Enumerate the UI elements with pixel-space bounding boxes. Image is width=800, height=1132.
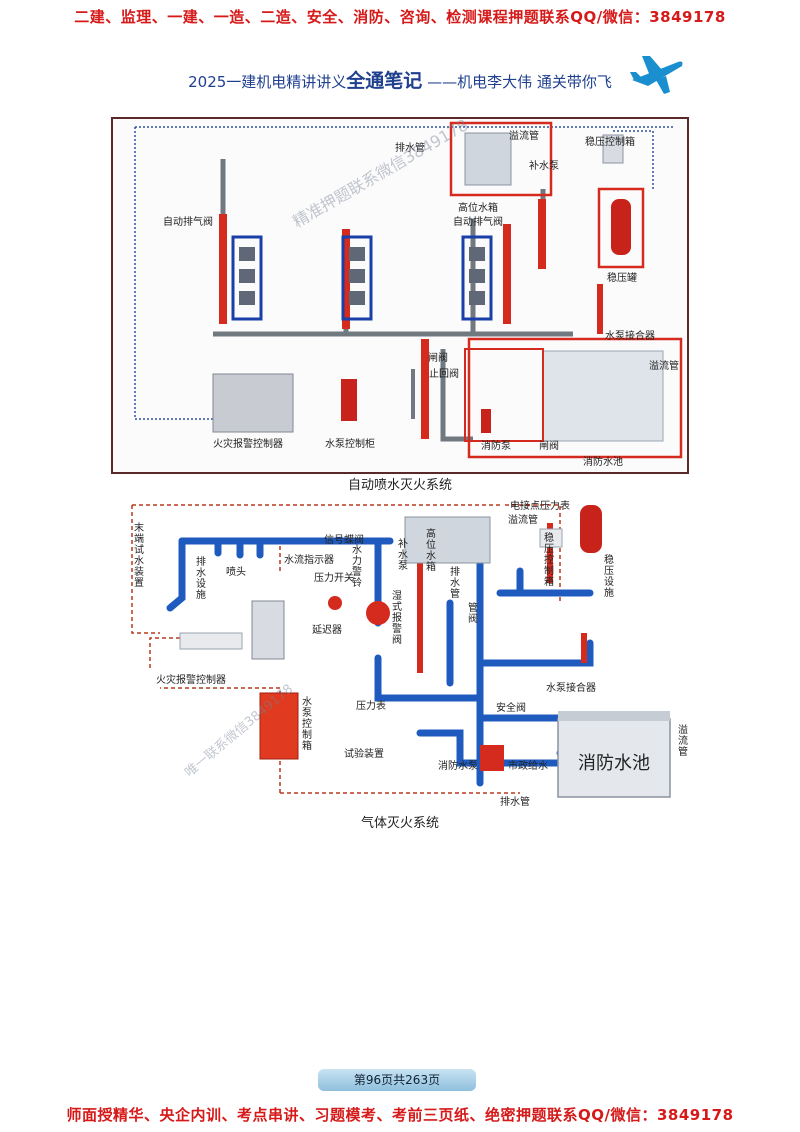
header-highlight: 全通笔记 — [346, 70, 423, 92]
label-fire-pool-2: 消防水池 — [578, 753, 650, 774]
figure1-caption: 自动喷水灭火系统 — [347, 478, 452, 493]
label-check-valve: 止回阀 — [429, 369, 459, 380]
label-fire-pump-2: 消防水泵 — [438, 761, 478, 772]
label-stab-facility: 稳压设施 — [604, 555, 614, 599]
label-pressure-gauge: 压力表 — [356, 701, 386, 712]
label-gate-valve-2: 管阀 — [468, 603, 478, 625]
label-high-tank: 高位水箱 — [458, 203, 498, 214]
airplane-icon — [630, 56, 683, 94]
label-pool-drain: 排水管 — [500, 797, 530, 808]
label-delay-device: 延迟器 — [312, 625, 342, 636]
label-sprinkler: 喷头 — [226, 567, 246, 578]
label-refill-pump-2: 补水泵 — [398, 539, 408, 572]
label-drain-pipe-2: 排水管 — [450, 567, 460, 600]
label-end-test: 末端试水装置 — [134, 523, 144, 589]
top-banner: 二建、监理、一建、一造、二造、安全、消防、咨询、检测课程押题联系QQ/微信：38… — [74, 8, 726, 26]
label-stab-control-2: 稳压控制箱 — [544, 533, 554, 588]
label-drain-facility: 排水设施 — [196, 557, 206, 601]
label-wet-alarm-valve: 湿式报警阀 — [392, 591, 402, 646]
label-pump-connector-2: 水泵接合器 — [546, 683, 596, 694]
label-water-bell: 水力警铃 — [352, 545, 362, 589]
label-pool-overflow-2: 溢流管 — [678, 725, 688, 758]
label-pump-cabinet: 水泵控制柜 — [325, 439, 375, 450]
label-flow-indicator: 水流指示器 — [284, 555, 334, 566]
label-auto-vent-left: 自动排气阀 — [163, 217, 213, 228]
page-header: 2025一建机电精讲讲义全通笔记 ——机电李大伟 通关带你飞 — [0, 66, 800, 93]
label-test-device: 试验装置 — [344, 749, 384, 760]
label-pool-overflow: 溢流管 — [649, 361, 679, 372]
label-pump-connector: 水泵接合器 — [605, 331, 655, 342]
label-overflow-2: 溢流管 — [508, 515, 538, 526]
label-pump-control-box: 水泵控制箱 — [302, 697, 312, 752]
label-auto-vent-right: 自动排气阀 — [453, 217, 503, 228]
label-pressure-switch: 压力开关 — [314, 573, 354, 584]
label-refill-pump: 补水泵 — [529, 161, 559, 172]
label-overflow-pipe: 溢流管 — [509, 131, 539, 142]
label-fire-pump: 消防泵 — [481, 441, 511, 452]
bottom-banner: 师面授精华、央企内训、考点串讲、习题模考、考前三页纸、绝密押题联系QQ/微信：3… — [66, 1106, 734, 1124]
label-gate-valve-top: 闸阀 — [428, 353, 448, 364]
label-high-tank-2: 高位水箱 — [426, 529, 436, 573]
sprinkler-diagram-canvas — [134, 121, 683, 459]
header-suffix: ——机电李大伟 通关带你飞 — [427, 73, 612, 91]
label-drain-pipe: 排水管 — [395, 143, 425, 154]
label-fire-pool: 消防水池 — [583, 457, 623, 468]
sprinkler-system-diagram: 排水管 溢流管 补水泵 稳压控制箱 高位水箱 自动排气阀 自动排气阀 稳压罐 水… — [111, 117, 689, 474]
header-prefix: 2025一建机电精讲讲义 — [188, 73, 347, 91]
label-contact-gauge: 电接点压力表 — [510, 501, 570, 512]
label-safety-valve: 安全阀 — [496, 703, 526, 714]
label-stab-control: 稳压控制箱 — [585, 137, 635, 148]
gas-diagram-canvas — [131, 504, 671, 798]
label-gate-valve-bottom: 闸阀 — [539, 441, 559, 452]
figure2-caption: 气体灭火系统 — [360, 816, 439, 831]
page-indicator: 第96页共263页 — [318, 1069, 476, 1091]
label-signal-valve: 信号蝶阀 — [324, 535, 364, 546]
label-city-supply: 市政给水 — [508, 761, 548, 772]
gas-system-diagram: 末端试水装置 排水设施 喷头 信号蝶阀 水流指示器 压力开关 水力警铃 湿式报警… — [120, 493, 695, 811]
label-alarm-controller: 火灾报警控制器 — [213, 439, 283, 450]
label-stab-tank: 稳压罐 — [607, 273, 637, 284]
label-alarm-controller-2: 火灾报警控制器 — [156, 675, 226, 686]
